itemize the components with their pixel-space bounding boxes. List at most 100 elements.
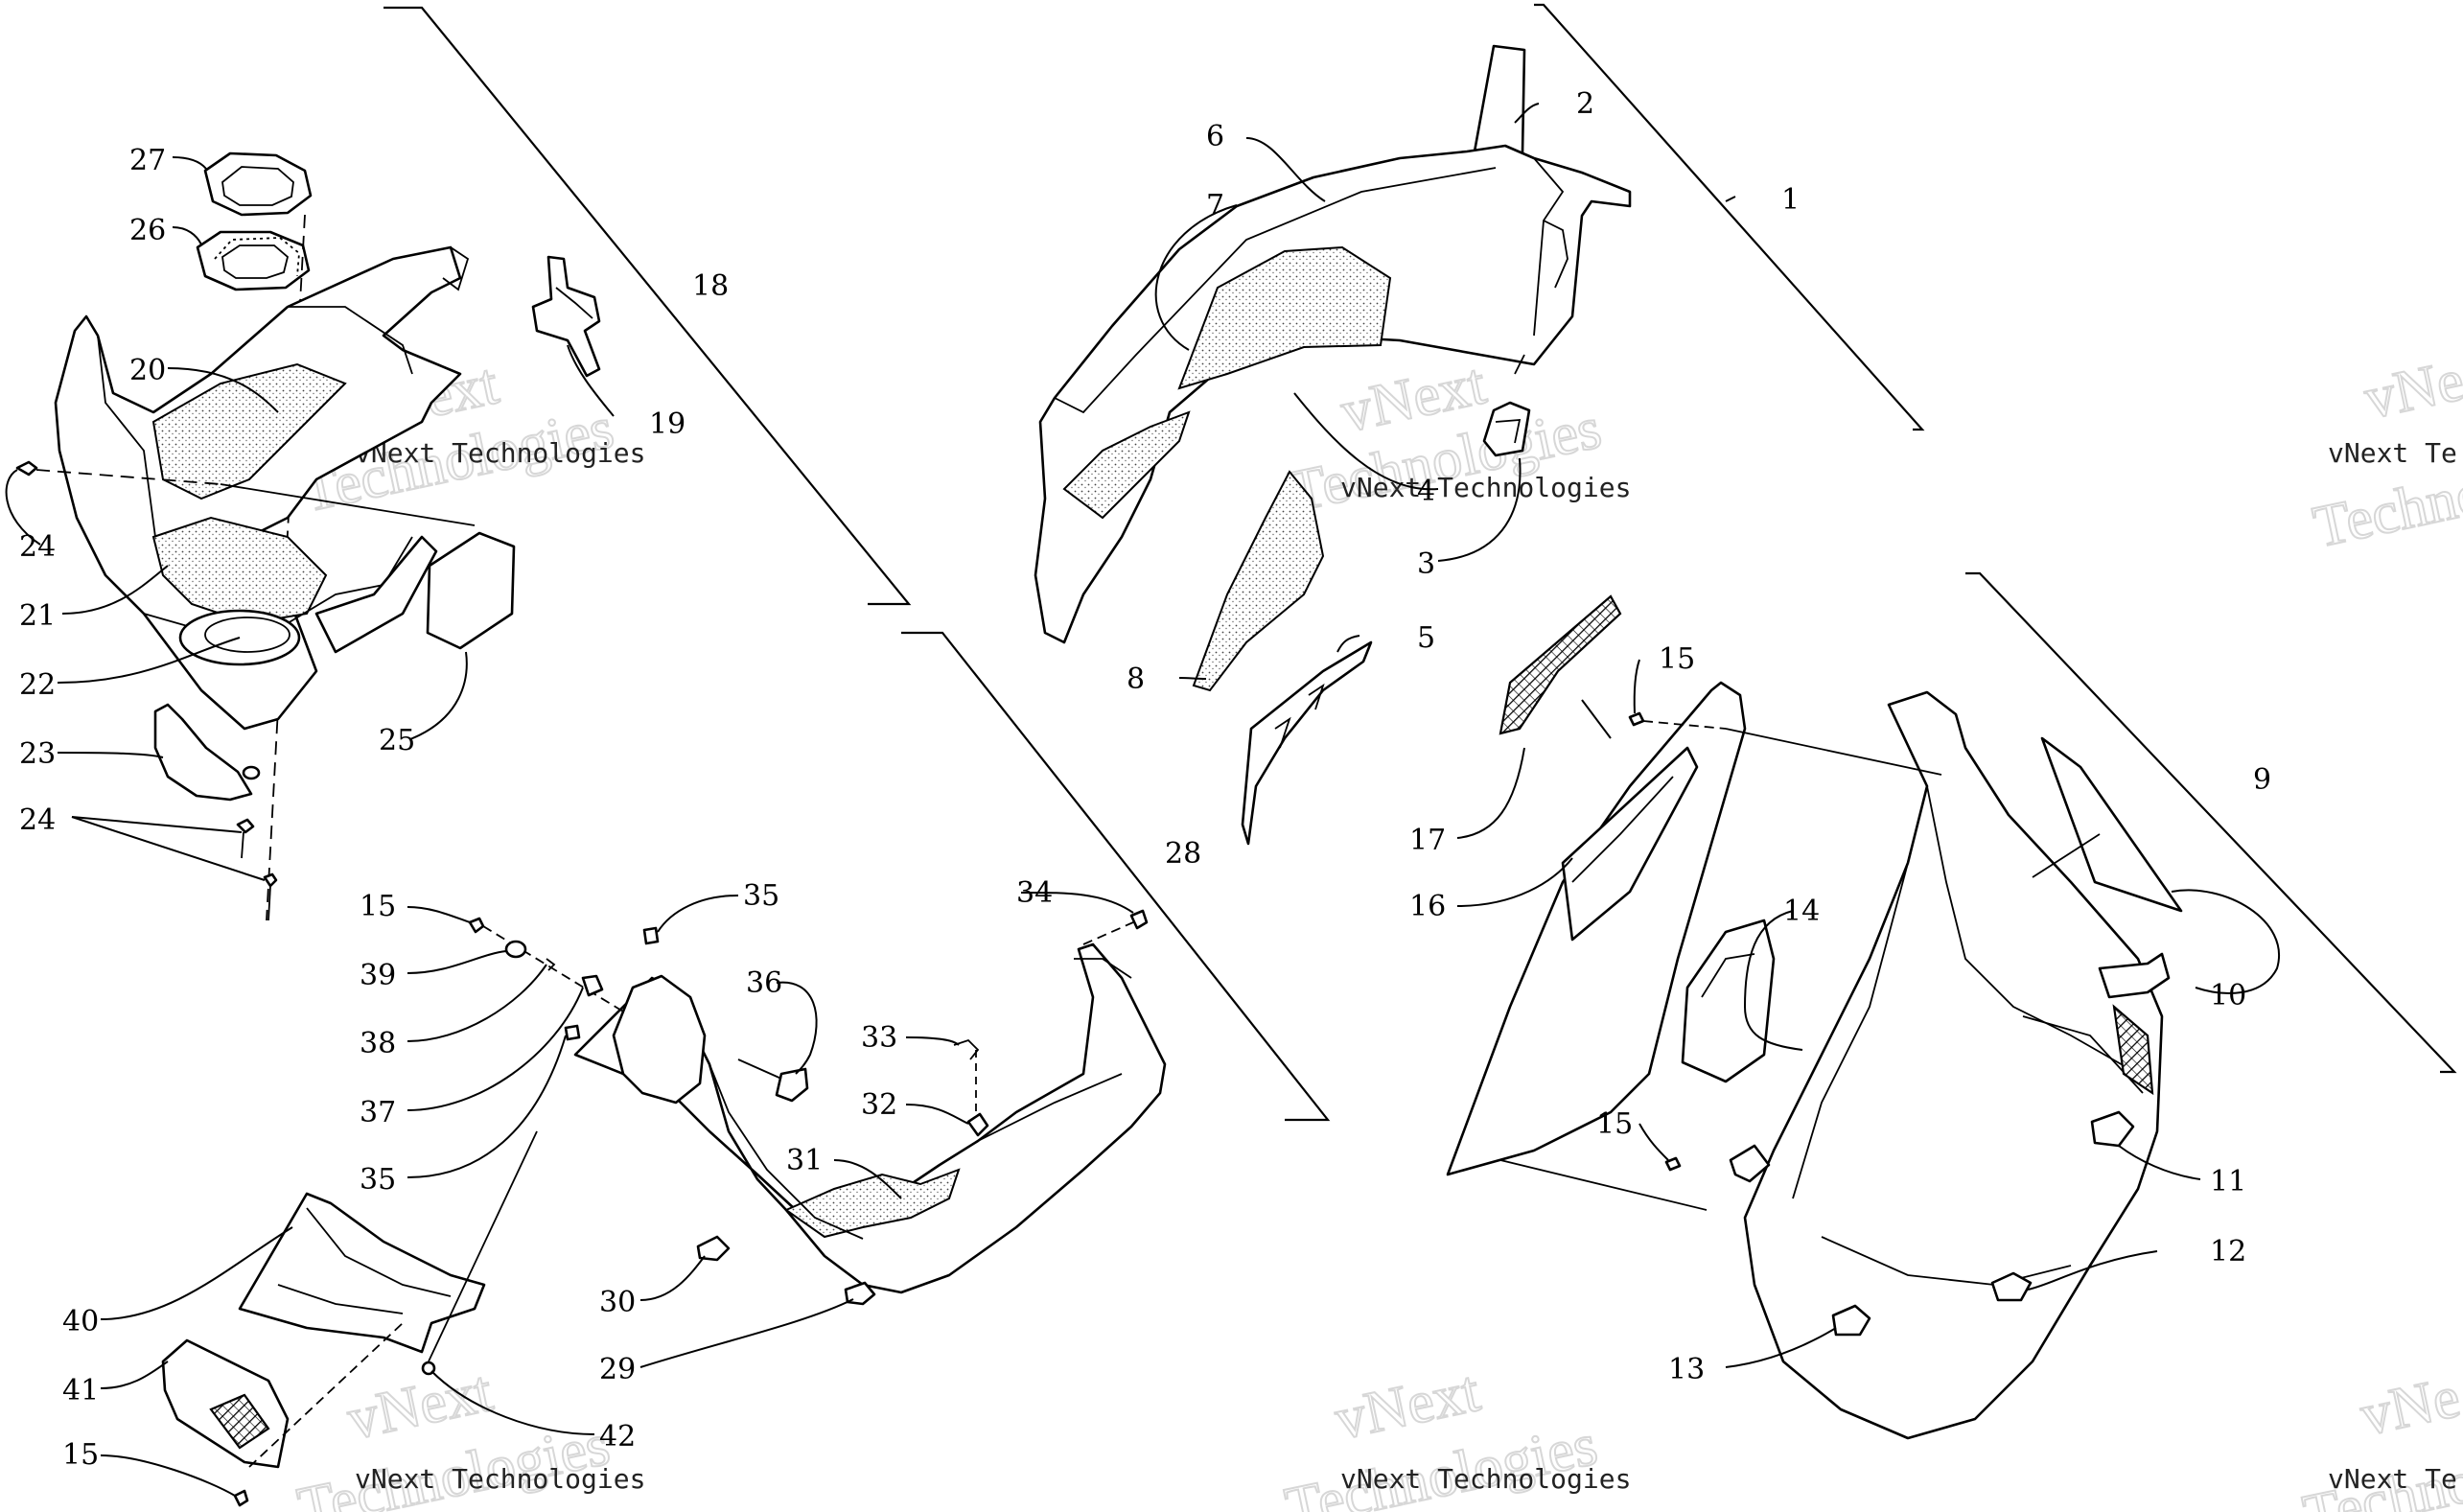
watermark-partial-big1: vNe xyxy=(2355,1364,2463,1449)
clip-19 xyxy=(531,255,601,378)
grommet-37 xyxy=(581,974,604,997)
callout-22: 22 xyxy=(19,668,56,702)
ring-26 xyxy=(196,230,311,291)
callout-39: 39 xyxy=(360,959,396,992)
callout-17: 17 xyxy=(1409,824,1446,857)
callout-13: 13 xyxy=(1668,1353,1705,1386)
callout-4: 4 xyxy=(1417,475,1435,508)
clip-32 xyxy=(966,1112,989,1137)
panel-4-stipple xyxy=(1177,245,1392,390)
windshield-10 xyxy=(2040,736,2183,913)
callout-30: 30 xyxy=(599,1286,636,1319)
callout-14: 14 xyxy=(1783,895,1820,928)
callout-25: 25 xyxy=(379,724,415,757)
callout-2: 2 xyxy=(1576,87,1594,121)
callout-32: 32 xyxy=(861,1088,897,1122)
clip-38 xyxy=(546,958,556,971)
callout-15-right-top: 15 xyxy=(1659,642,1695,676)
washer-39 xyxy=(504,940,527,959)
assembly-18 xyxy=(15,151,601,921)
callout-41: 41 xyxy=(62,1374,99,1407)
grille-17 xyxy=(1499,594,1622,735)
watermark-partial-big1: vNe xyxy=(2359,347,2463,431)
group-brackets xyxy=(383,3,2457,1122)
callout-15-bottom-left: 15 xyxy=(62,1438,99,1472)
callout-15-center: 15 xyxy=(360,890,396,923)
screw-15b xyxy=(1664,1156,1682,1172)
screw-15a xyxy=(1628,711,1645,727)
callout-1: 1 xyxy=(1781,183,1800,217)
vent-40 xyxy=(238,1192,486,1354)
assembly-1 xyxy=(1034,44,1632,846)
callout-42: 42 xyxy=(599,1420,636,1454)
assembly-9 xyxy=(1446,594,2183,1440)
callout-21: 21 xyxy=(19,599,56,633)
callout-34: 34 xyxy=(1016,876,1053,910)
bracket-23 xyxy=(153,703,253,802)
nut-35a xyxy=(642,926,660,945)
callout-40: 40 xyxy=(62,1305,99,1338)
bracket-9 xyxy=(1965,571,2457,1074)
screw-15 xyxy=(468,917,485,934)
callout-8: 8 xyxy=(1127,663,1145,696)
watermark-partial-small-2: vNext Te xyxy=(2328,1463,2457,1495)
callout-31: 31 xyxy=(786,1144,823,1177)
watermark-small-4: vNext Technologies xyxy=(355,1463,645,1495)
panel-20-stipple xyxy=(151,362,347,500)
callout-12: 12 xyxy=(2210,1235,2246,1268)
nut-35b xyxy=(564,1024,581,1041)
pad-11 xyxy=(2090,1110,2135,1148)
watermark-partial-big2: Techno xyxy=(2308,460,2463,560)
screw-15d xyxy=(233,1489,249,1507)
pad-12 xyxy=(1990,1271,2033,1302)
screw-34 xyxy=(1129,909,1149,930)
callout-3: 3 xyxy=(1417,547,1435,581)
callout-28: 28 xyxy=(1165,837,1201,871)
callout-27: 27 xyxy=(129,144,166,177)
watermark-small-5: vNext Technologies xyxy=(1340,1463,1631,1495)
leader-lines xyxy=(5,103,2280,1497)
callout-33: 33 xyxy=(861,1021,897,1055)
panel-7-stipple xyxy=(1062,410,1191,520)
callout-35-top: 35 xyxy=(743,879,779,913)
pad-25 xyxy=(426,531,516,650)
callout-26: 26 xyxy=(129,214,166,247)
callout-38: 38 xyxy=(360,1027,396,1060)
pad-13 xyxy=(1831,1304,1871,1337)
callout-24-top: 24 xyxy=(19,530,56,564)
decal-14 xyxy=(1681,919,1776,1083)
side-panel-35 xyxy=(612,974,707,1105)
callout-6: 6 xyxy=(1206,120,1224,153)
callout-20: 20 xyxy=(129,354,166,387)
callout-35-bottom: 35 xyxy=(360,1163,396,1197)
callout-29: 29 xyxy=(599,1353,636,1386)
watermark-small-2: vNext Technologies xyxy=(1340,472,1631,503)
windshield-2 xyxy=(1473,44,1526,155)
decal-5 xyxy=(1241,640,1373,846)
callout-16: 16 xyxy=(1409,890,1446,923)
callout-18: 18 xyxy=(692,269,729,303)
callout-labels: 1 2 3 4 5 6 7 8 9 10 11 12 13 14 15 15 1… xyxy=(19,87,2271,1472)
bracket-18 xyxy=(383,6,912,606)
spring-33 xyxy=(953,1038,980,1060)
grille-9 xyxy=(2112,1004,2154,1096)
callout-23: 23 xyxy=(19,737,56,771)
hood-panel-6 xyxy=(1034,144,1632,644)
callout-9: 9 xyxy=(2253,763,2271,797)
pad-30 xyxy=(696,1235,731,1262)
watermark-group: vNext Technologies vNext Technologies vN… xyxy=(291,346,2463,1512)
pad-31-stipple xyxy=(783,1168,961,1239)
watermark-partial-small-1: vNext Te xyxy=(2328,437,2457,469)
bracket-1 xyxy=(1534,3,1925,431)
pad-8 xyxy=(1192,470,1325,692)
callout-37: 37 xyxy=(360,1096,396,1129)
callout-24-bottom: 24 xyxy=(19,803,56,837)
callout-19: 19 xyxy=(649,407,685,441)
panel-21-stipple xyxy=(151,516,328,625)
callout-36: 36 xyxy=(746,966,782,1000)
side-panel-16 xyxy=(1446,681,1747,1176)
clip-3 xyxy=(1482,401,1531,457)
assembly-28 xyxy=(161,909,1167,1507)
callout-11: 11 xyxy=(2210,1165,2246,1198)
